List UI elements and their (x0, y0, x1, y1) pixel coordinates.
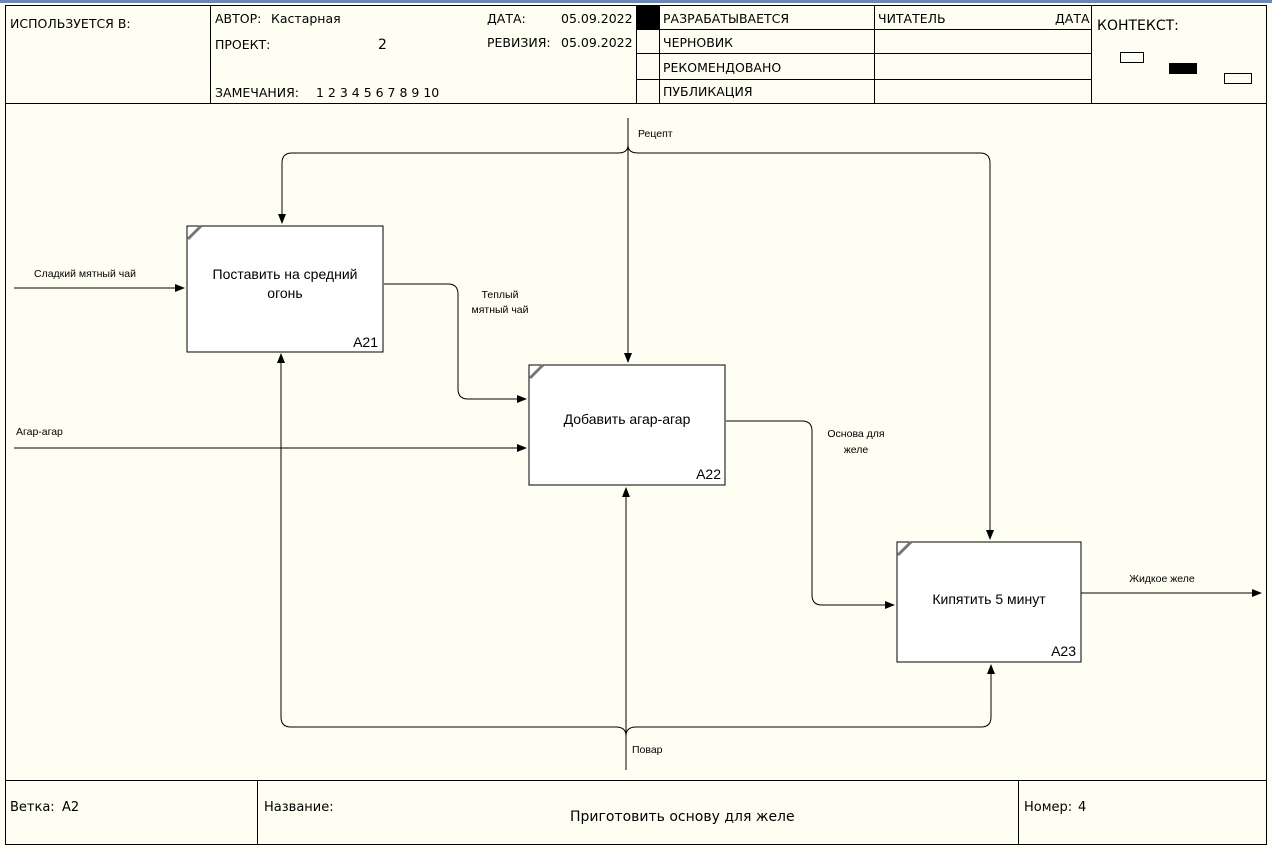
context-label: КОНТЕКСТ: (1097, 18, 1179, 34)
activity-box-a22-code: A22 (696, 466, 721, 482)
number-value: 4 (1078, 800, 1087, 815)
notes-label: ЗАМЕЧАНИЯ: (215, 85, 300, 100)
status-working: РАЗРАБАТЫВАЕТСЯ (663, 11, 790, 26)
activity-box-a22-title: Добавить агар-агар (564, 411, 691, 427)
arrow-jelly-base[interactable] (726, 420, 895, 609)
header-bottom-border (5, 103, 1267, 104)
window-top-bar (0, 0, 1272, 3)
number-label: Номер: (1024, 800, 1073, 815)
activity-box-a23-title: Кипятить 5 минут (932, 591, 1046, 607)
revision-value: 05.09.2022 (561, 35, 633, 50)
status-draft: ЧЕРНОВИК (663, 35, 734, 50)
node-value: A2 (62, 800, 80, 815)
activity-box-a21-rect (186, 225, 384, 353)
control-arrow-recipe-to-a21[interactable] (278, 144, 629, 224)
activity-box-a21-title-line1: Поставить на средний (213, 266, 358, 282)
context-current-box-icon (1169, 63, 1197, 74)
label-cook: Повар (632, 744, 663, 756)
label-agar: Агар-агар (16, 426, 63, 438)
label-liquid-jelly: Жидкое желе (1129, 573, 1195, 585)
reader-label: ЧИТАТЕЛЬ (878, 11, 946, 26)
reader-date-label: ДАТА (1055, 11, 1090, 26)
activity-box-a22-corner-mark (528, 363, 545, 380)
activity-box-a21-title-line2: огонь (267, 285, 302, 301)
status-row-line-3 (636, 79, 1091, 80)
status-row-line-2 (636, 53, 1091, 54)
mechanism-arrow-cook-to-a23[interactable] (625, 664, 995, 737)
label-warm-mint-tea-line1: Теплый (482, 289, 519, 301)
activity-box-a23-corner-mark (896, 540, 913, 557)
status-row-line-1 (636, 29, 1091, 30)
context-parent-box-icon (1120, 52, 1144, 63)
status-publication: ПУБЛИКАЦИЯ (663, 84, 753, 99)
notes-values: 1 2 3 4 5 6 7 8 9 10 (316, 85, 440, 100)
author-label: АВТОР: (215, 11, 262, 26)
date-value: 05.09.2022 (561, 11, 633, 26)
revision-label: РЕВИЗИЯ: (487, 35, 551, 50)
label-warm-mint-tea-line2: мятный чай (471, 304, 528, 316)
context-sibling-box-icon (1224, 73, 1252, 84)
used-in-label: ИСПОЛЬЗУЕТСЯ В: (10, 16, 131, 31)
status-recommended: РЕКОМЕНДОВАНО (663, 60, 782, 75)
activity-box-a21-corner-mark (186, 224, 203, 241)
arrow-warm-mint-tea[interactable] (384, 283, 527, 403)
mechanism-arrow-cook-to-a21[interactable] (277, 353, 627, 737)
footer-divider-1 (257, 780, 258, 845)
header-divider-3 (659, 5, 660, 103)
status-working-marker (637, 6, 659, 29)
label-jelly-base-line2: желе (844, 444, 869, 456)
header-divider-4 (874, 5, 875, 103)
activity-box-a21-code: A21 (353, 334, 378, 350)
header-divider-1 (210, 5, 211, 103)
project-value: 2 (378, 37, 387, 53)
label-sweet-mint-tea: Сладкий мятный чай (34, 268, 136, 280)
label-recipe: Рецепт (638, 128, 673, 140)
title-value: Приготовить основу для желе (570, 809, 795, 825)
label-jelly-base-line1: Основа для (827, 428, 884, 440)
project-label: ПРОЕКТ: (215, 37, 271, 52)
title-label: Название: (264, 800, 334, 815)
date-label: ДАТА: (487, 11, 526, 26)
header-divider-2 (636, 5, 637, 103)
activity-box-a22-rect (528, 364, 726, 486)
activity-box-a23-rect (896, 541, 1082, 663)
author-value: Кастарная (271, 11, 341, 26)
activity-box-a22[interactable]: Добавить агар-агар A22 (528, 363, 726, 486)
control-arrow-recipe-to-a23[interactable] (627, 144, 994, 540)
activity-box-a23[interactable]: Кипятить 5 минут A23 (896, 540, 1082, 663)
activity-box-a21[interactable]: Поставить на средний огонь A21 (186, 224, 384, 353)
activity-box-a23-code: A23 (1051, 643, 1076, 659)
footer-divider-2 (1018, 780, 1019, 845)
footer-top-border (5, 780, 1267, 781)
node-label: Ветка: (10, 800, 55, 815)
header-divider-5 (1091, 5, 1092, 103)
